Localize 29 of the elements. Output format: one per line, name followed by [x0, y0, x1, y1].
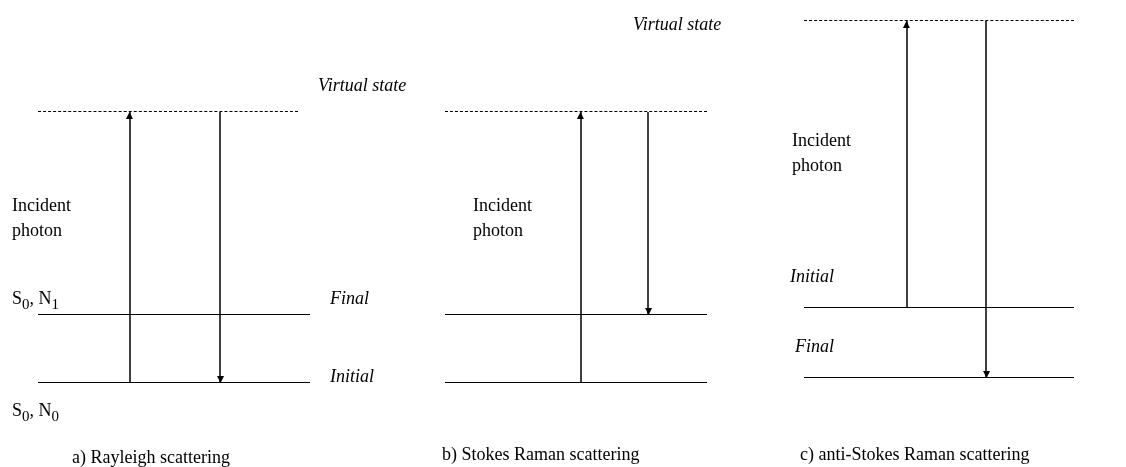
- energy-level-line: [804, 307, 1074, 309]
- virtual-state-line: [804, 20, 1074, 22]
- virtual-state-line: [38, 111, 298, 113]
- level-label: S$_{0}$, N$_{0}$: [12, 400, 59, 426]
- energy-level-line: [804, 377, 1074, 379]
- level-label: Final: [795, 336, 834, 357]
- energy-level-line: [445, 382, 707, 384]
- photon-label: Incident photon: [792, 129, 852, 177]
- level-label: S$_{0}$, N$_{1}$: [12, 288, 59, 314]
- virtual-state-line: [445, 111, 707, 113]
- panel-caption: a) Rayleigh scattering: [72, 447, 230, 467]
- photon-label: Incident photon: [12, 194, 72, 242]
- energy-level-line: [445, 314, 707, 316]
- arrow: [125, 111, 133, 384]
- energy-level-line: [38, 382, 310, 384]
- level-label: Initial: [330, 366, 374, 387]
- arrow: [217, 111, 225, 384]
- arrow: [576, 111, 584, 384]
- panel-caption: c) anti-Stokes Raman scattering: [800, 444, 1030, 465]
- arrow: [645, 111, 653, 316]
- level-label: Final: [330, 288, 369, 309]
- energy-level-line: [38, 314, 310, 316]
- panel-caption: b) Stokes Raman scattering: [442, 444, 640, 465]
- state-label: Virtual state: [633, 14, 722, 35]
- arrow: [983, 20, 991, 379]
- arrow: [902, 20, 910, 309]
- level-label: Initial: [790, 266, 834, 287]
- level-label: Virtual state: [318, 75, 407, 96]
- photon-label: Incident photon: [473, 194, 533, 242]
